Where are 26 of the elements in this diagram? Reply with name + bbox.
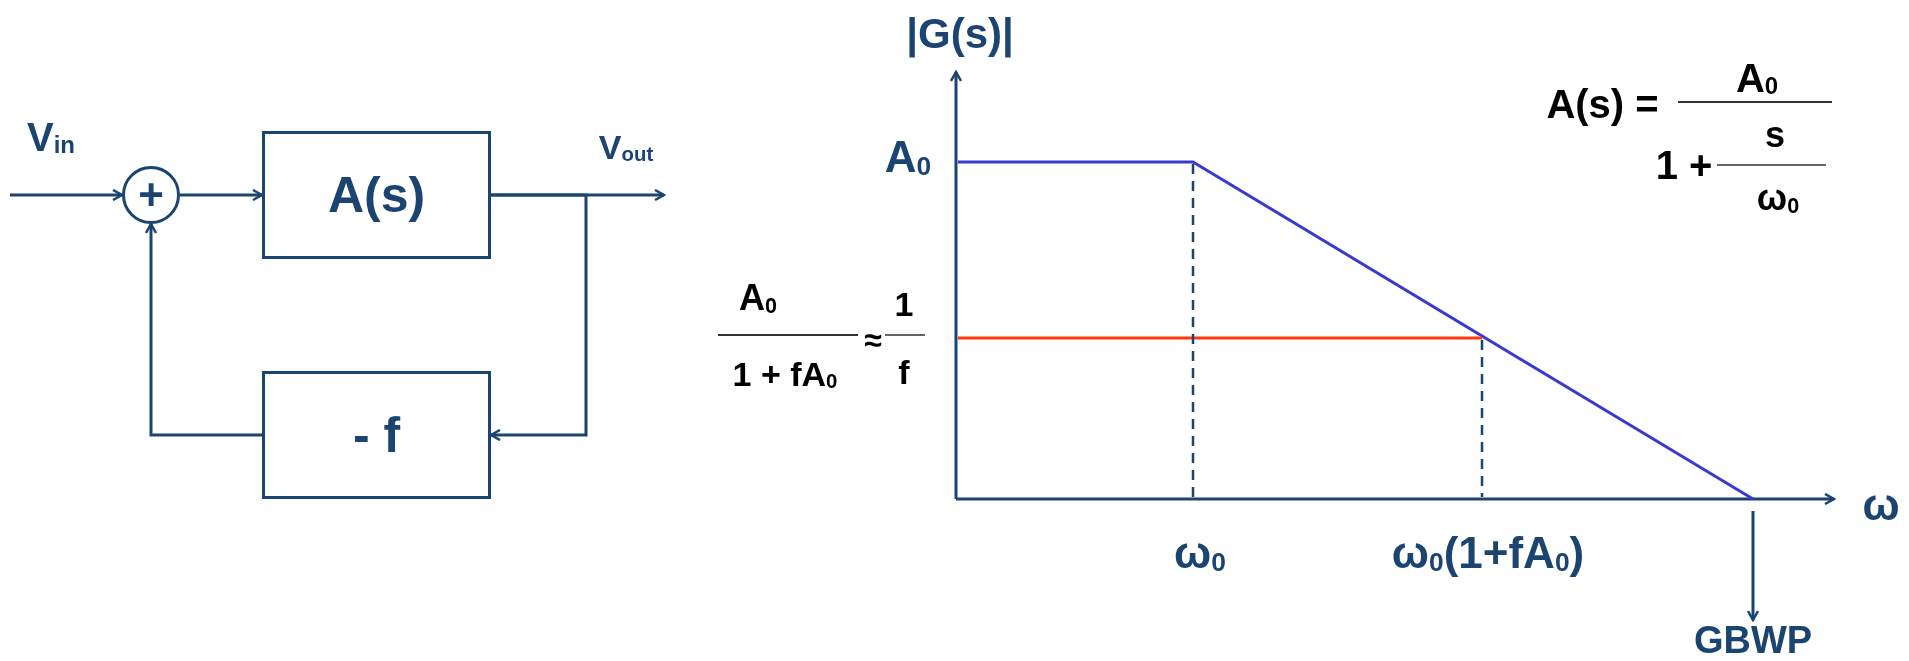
arrow [144, 222, 262, 437]
formula-text: 1 [893, 286, 915, 322]
edge-label: V$_{out}$ [597, 127, 655, 168]
arrow [489, 193, 588, 442]
formula-text: ω$_{0}$ [1755, 176, 1801, 220]
formula-text: A$_{0}$ [1734, 56, 1780, 100]
formula-text: s [1764, 116, 1786, 154]
node-label: GBWP [1683, 620, 1823, 659]
summing-junction: + [122, 166, 180, 224]
formula-text: ≈ [863, 322, 883, 358]
tick-label: ω$_{0}$(1+fA$_{0}$) [1390, 527, 1586, 580]
axis-label: ω [1861, 484, 1901, 526]
tick-label: ω$_{0}$ [1173, 527, 1227, 580]
arrow [1746, 511, 1760, 622]
formula-text: A$_{0}$ [738, 276, 778, 320]
tick-label: A$_{0}$ [883, 131, 933, 184]
edge-label: V$_{in}$ [26, 114, 76, 161]
formula-text: f [897, 352, 911, 392]
block-box: A(s) [262, 131, 491, 259]
axis-label: |G(s)| [905, 9, 1015, 60]
block-box: - f [262, 371, 491, 499]
formula-text: A(s) = [1545, 82, 1660, 126]
formula-text: 1 + fA$_{0}$ [731, 354, 839, 395]
arrow [10, 188, 124, 202]
formula-text: 1 + [1655, 143, 1713, 187]
arrow [180, 188, 264, 202]
